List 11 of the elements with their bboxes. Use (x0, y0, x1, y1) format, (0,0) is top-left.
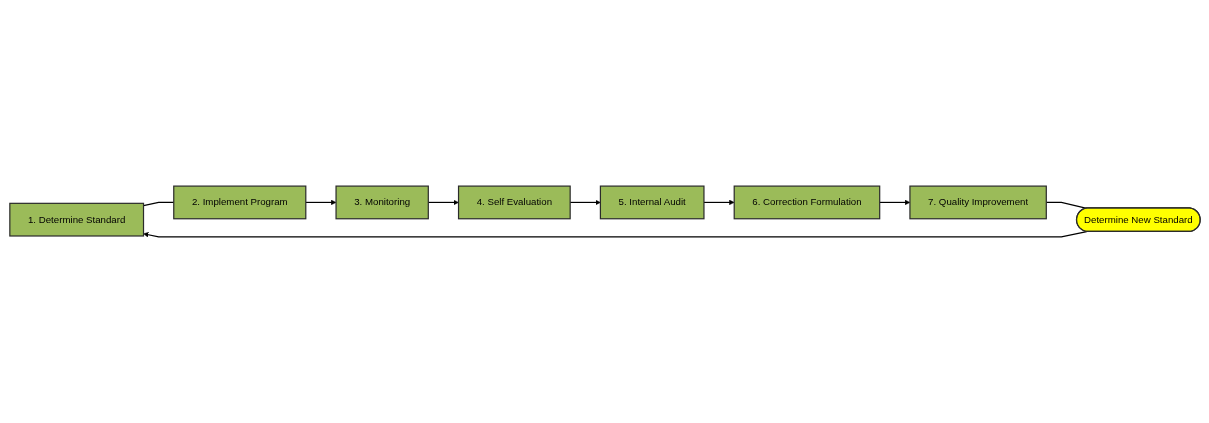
node-box: 7. Quality Improvement (908, 185, 1047, 220)
connector (1045, 201, 1087, 209)
arrow (427, 199, 459, 206)
connector (142, 201, 174, 207)
node-box: 1. Determine Standard (8, 202, 144, 237)
node-box: 2. Implement Program (172, 185, 306, 220)
node-box: 4. Self Evaluation (457, 185, 571, 220)
node-box: 3. Monitoring (334, 185, 429, 220)
arrow (142, 231, 1087, 238)
node-box: 6. Correction Formulation (733, 185, 880, 220)
node-box: 5. Internal Audit (599, 185, 705, 220)
